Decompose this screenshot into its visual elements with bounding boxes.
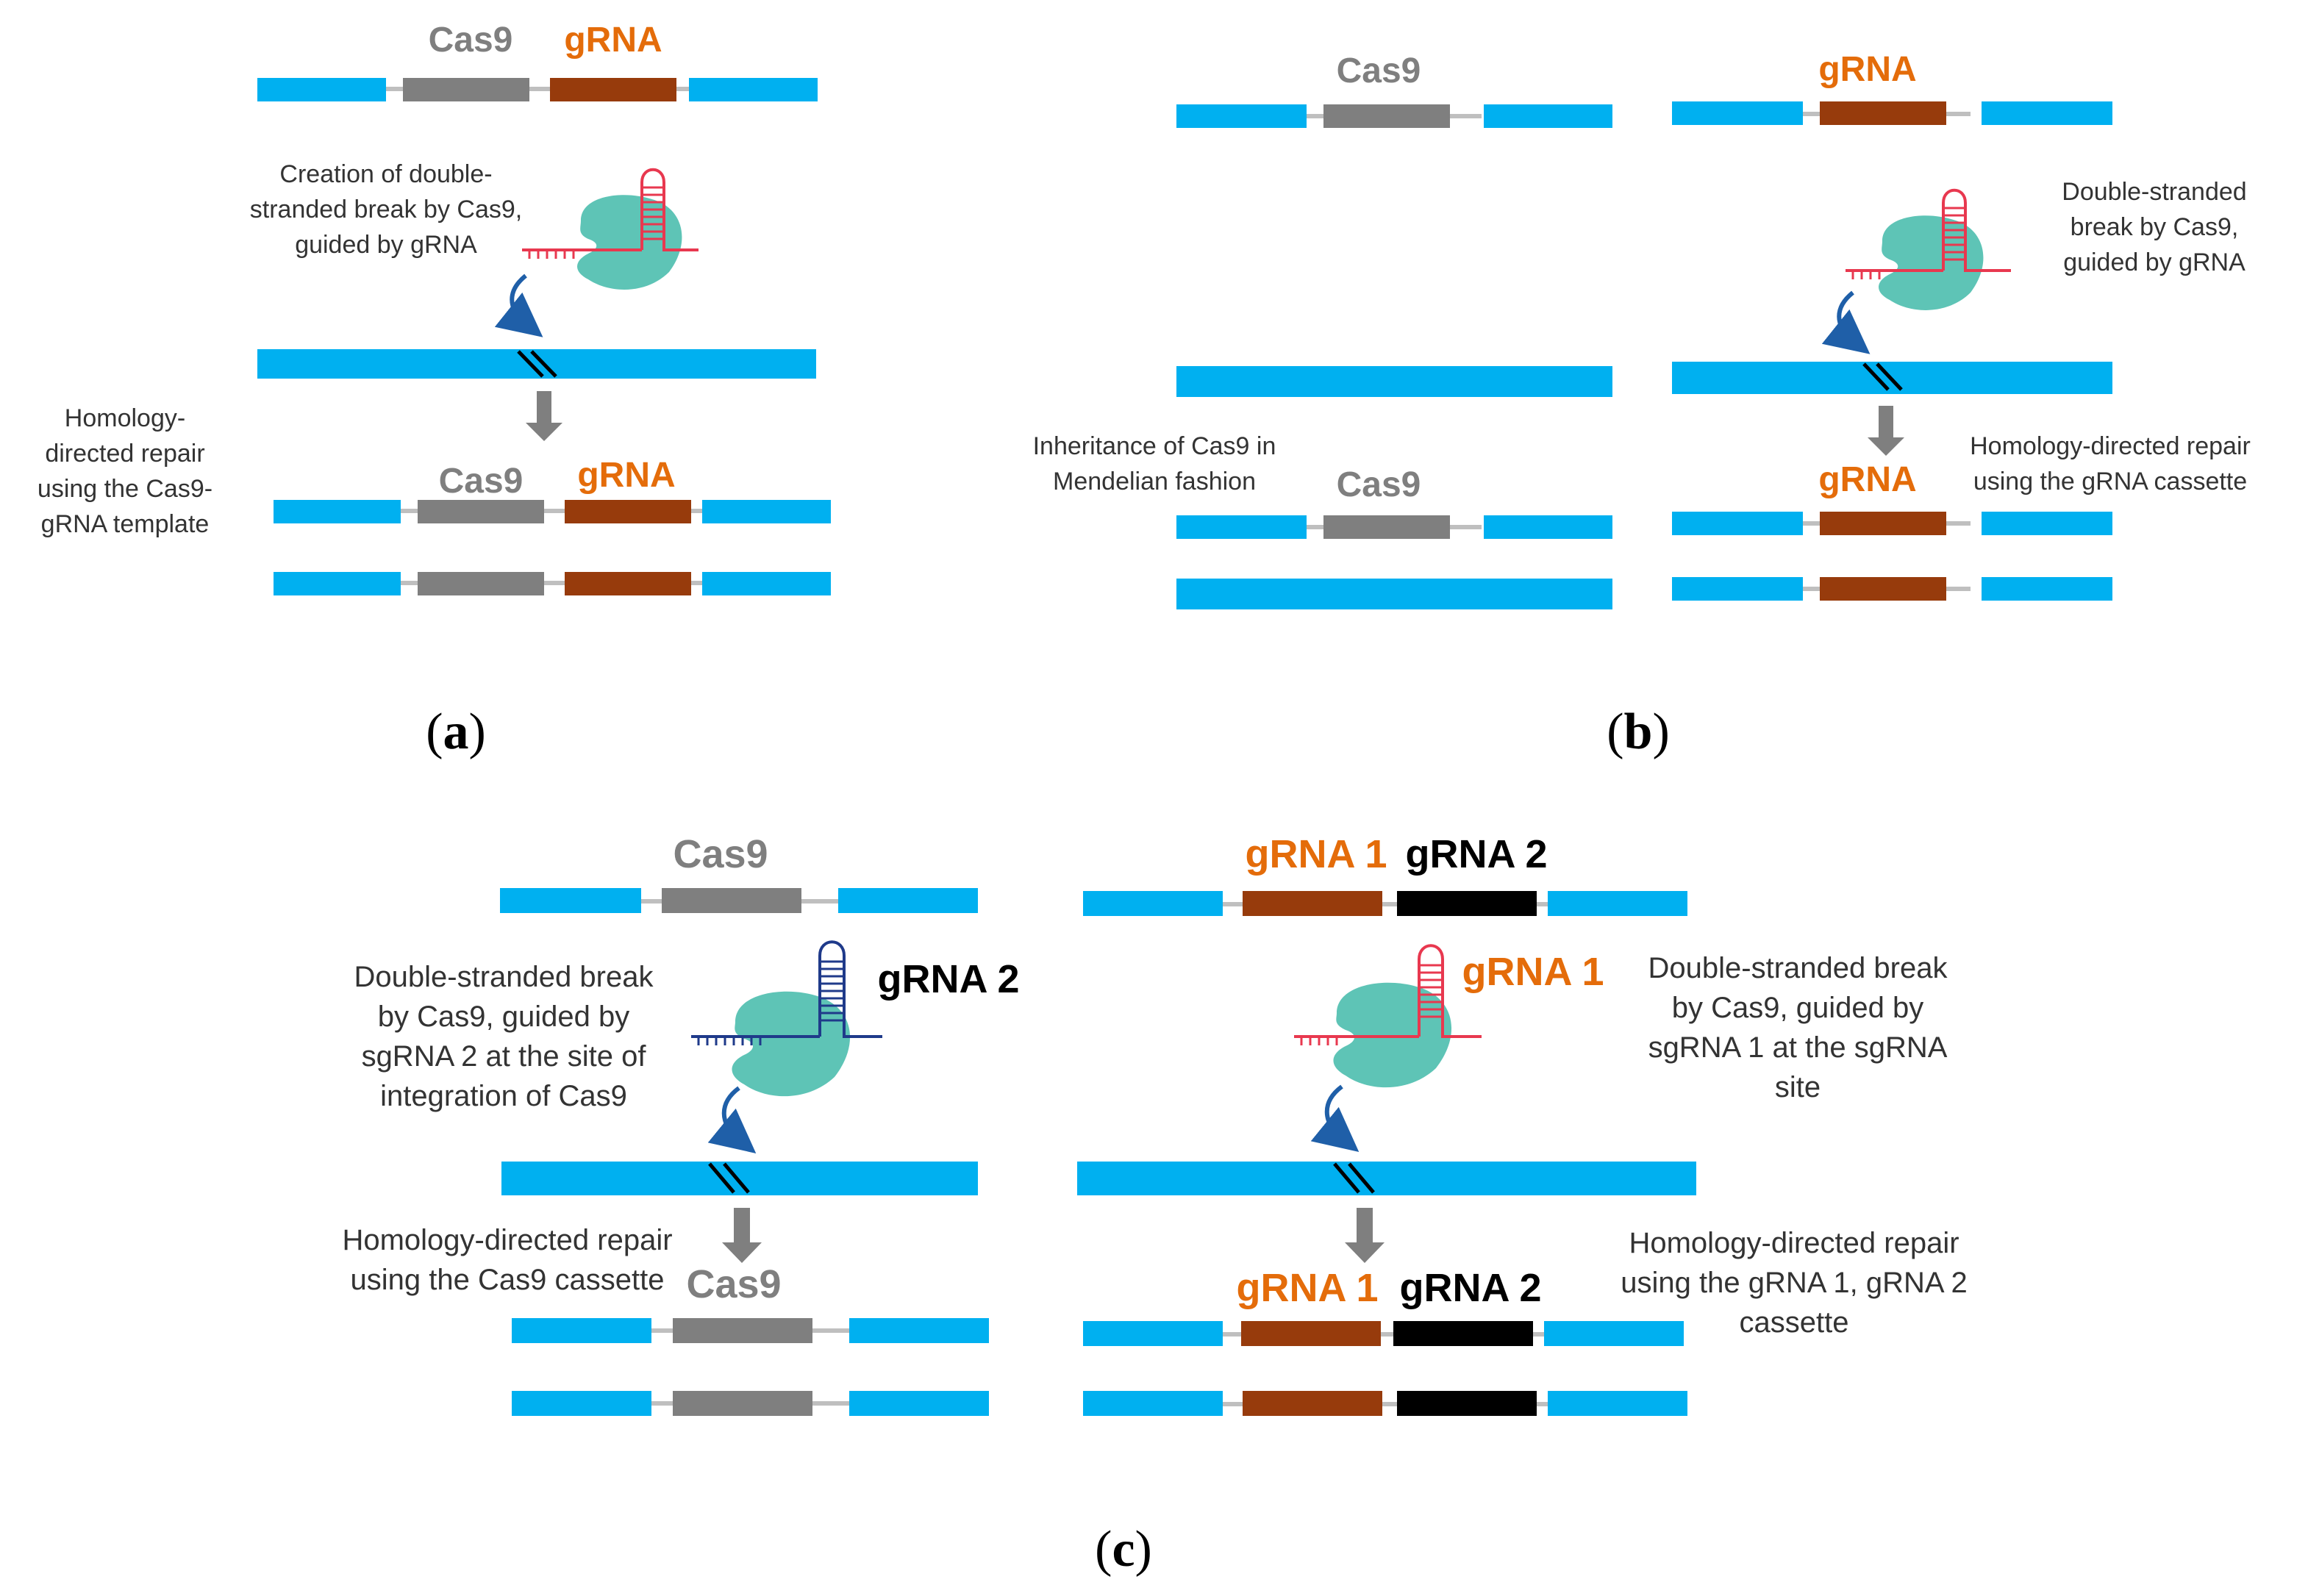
cas9-protein-icon xyxy=(1294,944,1482,1088)
panel-label-c: (c) xyxy=(1095,1521,1152,1578)
panel-a: Cas9 gRNA Creation of double- stranded b… xyxy=(37,21,831,760)
target-dna-left xyxy=(501,1162,978,1195)
inherit-text-line1: Inheritance of Cas9 in xyxy=(1033,432,1276,460)
cas9-protein-icon xyxy=(522,168,699,290)
dsb-mark xyxy=(1333,1162,1375,1194)
construct-grna-repaired-2 xyxy=(1083,1391,1687,1416)
dsb-right-line4: site xyxy=(1775,1071,1821,1103)
hdr-right-line1: Homology-directed repair xyxy=(1629,1227,1959,1259)
hdr-right-line2: using the gRNA 1, gRNA 2 xyxy=(1621,1267,1967,1299)
construct-cas9-b xyxy=(1176,104,1612,128)
hdr-left-line2: using the Cas9 cassette xyxy=(351,1264,665,1296)
down-arrow xyxy=(1868,406,1904,456)
dna-arm-left xyxy=(257,78,386,101)
cas9-protein-icon xyxy=(691,940,882,1097)
grna1-label: gRNA 1 xyxy=(1462,950,1604,994)
construct-grna-repaired-2 xyxy=(1672,577,2112,601)
down-arrow xyxy=(722,1208,762,1263)
panel-b: Cas9 gRNA Double-stranded break by Cas9,… xyxy=(1033,50,2251,760)
dsb-text-line2: break by Cas9, xyxy=(2071,213,2239,241)
construct-grna-b xyxy=(1672,101,2112,125)
grna-gene-block xyxy=(550,78,676,101)
hdr-left-line1: Homology-directed repair xyxy=(342,1224,672,1256)
hdr-text-line1: Homology- xyxy=(65,404,185,432)
cas9-label: Cas9 xyxy=(439,462,524,501)
dsb-text-line3: guided by gRNA xyxy=(295,231,477,259)
curved-arrow xyxy=(1821,290,1871,354)
target-dna xyxy=(257,349,816,379)
cas9-label: Cas9 xyxy=(1337,465,1421,504)
construct-grna-repaired-1 xyxy=(1672,512,2112,535)
grna-label: gRNA xyxy=(1818,460,1916,499)
cas9-protein-icon xyxy=(1846,188,2011,310)
down-arrow xyxy=(1345,1208,1385,1263)
grna1-label: gRNA 1 xyxy=(1236,1266,1378,1310)
dsb-text-line3: guided by gRNA xyxy=(2063,248,2246,276)
construct-cas9-repaired-2 xyxy=(512,1391,989,1416)
target-dna-right xyxy=(1077,1162,1696,1195)
hdr-text-line1: Homology-directed repair xyxy=(1970,432,2251,460)
construct-repaired-1 xyxy=(274,500,831,523)
cas9-label: Cas9 xyxy=(429,21,513,60)
construct-cas9-inherited xyxy=(1176,515,1612,539)
wildtype-dna-bottom xyxy=(1176,579,1612,609)
grna-label: gRNA xyxy=(1818,50,1916,89)
inherit-text-line2: Mendelian fashion xyxy=(1053,468,1256,495)
dsb-mark xyxy=(517,350,557,378)
panel-label-b: (b) xyxy=(1607,704,1670,760)
hdr-text-line2: using the gRNA cassette xyxy=(1973,468,2247,495)
dsb-right-line2: by Cas9, guided by xyxy=(1672,992,1923,1024)
construct-cas9-grna-top xyxy=(257,78,818,101)
construct-cas9-repaired-1 xyxy=(512,1318,989,1343)
construct-cas9-c xyxy=(500,888,978,913)
cas9-label: Cas9 xyxy=(673,832,768,876)
wildtype-dna-left xyxy=(1176,366,1612,397)
grna1-label: gRNA 1 xyxy=(1245,832,1387,876)
dsb-text-line1: Double-stranded xyxy=(2062,178,2246,206)
dsb-left-line1: Double-stranded break xyxy=(354,961,654,993)
panel-label-a: (a) xyxy=(426,704,486,760)
cas9-gene-block xyxy=(403,78,529,101)
dsb-left-line2: by Cas9, guided by xyxy=(378,1001,629,1033)
hdr-text-line4: gRNA template xyxy=(41,510,210,538)
grna2-label: gRNA 2 xyxy=(1405,832,1547,876)
construct-grna-repaired-1 xyxy=(1083,1321,1684,1346)
dsb-left-line3: sgRNA 2 at the site of xyxy=(362,1040,647,1073)
dsb-right-line1: Double-stranded break xyxy=(1648,952,1948,984)
dsb-right-line3: sgRNA 1 at the sgRNA xyxy=(1648,1031,1948,1064)
grna-label: gRNA xyxy=(577,456,675,495)
dsb-text-line2: stranded break by Cas9, xyxy=(250,196,522,223)
curved-arrow xyxy=(494,273,543,337)
hdr-right-line3: cassette xyxy=(1740,1306,1849,1339)
down-arrow xyxy=(526,391,562,441)
cas9-label: Cas9 xyxy=(1337,51,1421,90)
dsb-mark xyxy=(708,1162,750,1194)
hdr-text-line3: using the Cas9- xyxy=(37,475,212,503)
grna2-label: gRNA 2 xyxy=(1399,1266,1541,1310)
dsb-text-line1: Creation of double- xyxy=(279,160,492,188)
curved-arrow xyxy=(707,1086,757,1153)
panel-c: Cas9 Double-stranded break by Cas9, guid… xyxy=(342,832,1967,1578)
dsb-mark xyxy=(1862,362,1903,391)
grna-label: gRNA xyxy=(564,21,662,60)
dsb-left-line4: integration of Cas9 xyxy=(380,1080,627,1112)
construct-repaired-2 xyxy=(274,572,831,595)
construct-grna1-grna2-c xyxy=(1083,891,1687,916)
curved-arrow xyxy=(1310,1084,1360,1152)
cas9-label: Cas9 xyxy=(686,1262,781,1306)
grna2-label: gRNA 2 xyxy=(877,957,1019,1001)
dna-arm-right xyxy=(689,78,818,101)
hdr-text-line2: directed repair xyxy=(45,440,204,468)
